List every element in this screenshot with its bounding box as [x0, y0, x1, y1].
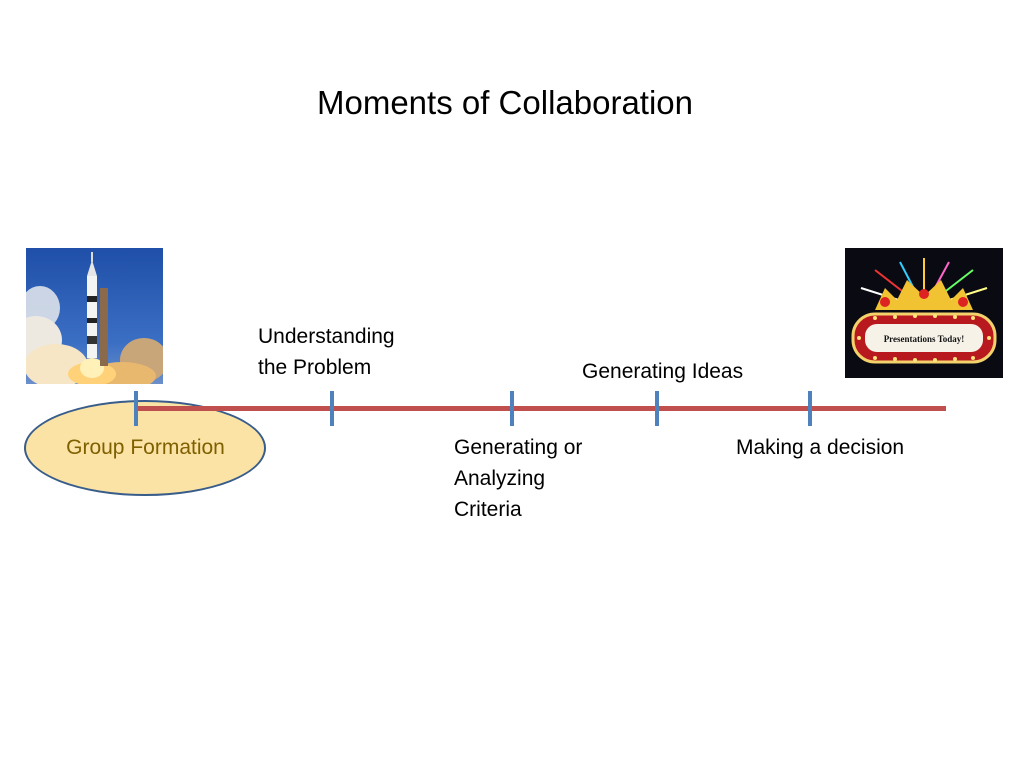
- criteria-label: Generating or Analyzing Criteria: [454, 432, 582, 525]
- criteria-line-1: Generating or: [454, 436, 583, 459]
- slide-title: Moments of Collaboration: [316, 84, 694, 121]
- understanding-line-2: the Problem: [258, 356, 372, 379]
- rocket-launch-image: [26, 248, 163, 384]
- generating-ideas-label: Generating Ideas: [582, 360, 744, 383]
- presentations-marquee-image: Presentations Today!: [845, 248, 1003, 378]
- timeline-tick-criteria: [510, 391, 514, 426]
- understanding-line-1: Understanding: [258, 325, 395, 348]
- timeline-tick-understanding: [330, 391, 334, 426]
- making-decision-label: Making a decision: [736, 436, 905, 459]
- criteria-line-3: Criteria: [454, 498, 522, 521]
- timeline-line: [137, 406, 946, 411]
- group-formation-label: Group Formation: [66, 436, 225, 459]
- timeline-tick-ideas: [655, 391, 659, 426]
- understanding-problem-label: Understanding the Problem: [258, 321, 395, 383]
- marquee-text: Presentations Today!: [884, 334, 965, 344]
- timeline-tick-decision: [808, 391, 812, 426]
- criteria-line-2: Analyzing: [454, 467, 546, 490]
- timeline-tick-group-formation: [134, 391, 138, 426]
- group-formation-highlight: [24, 400, 266, 496]
